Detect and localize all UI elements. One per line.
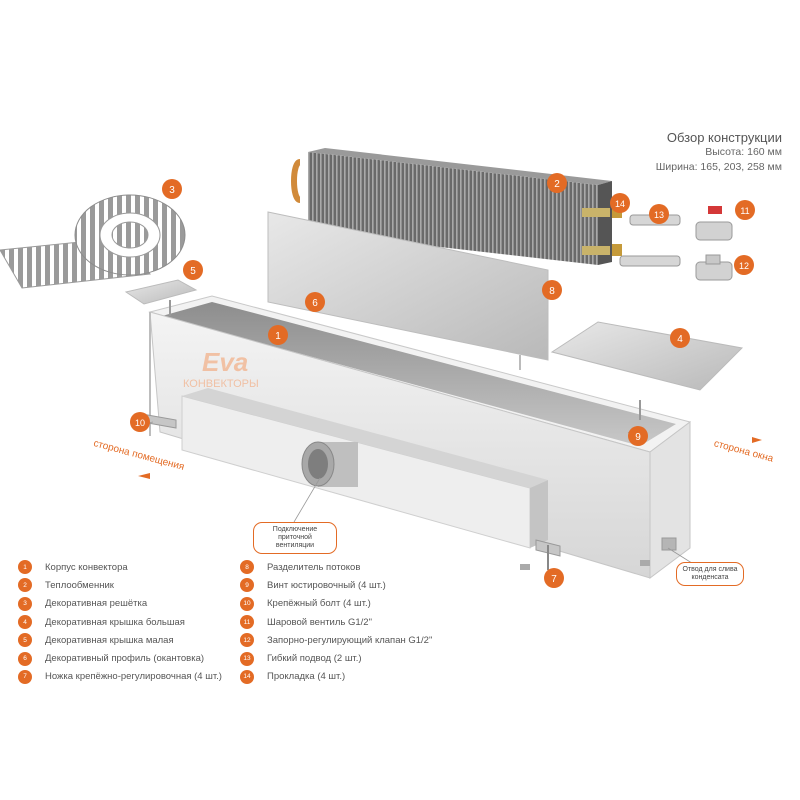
legend-marker: 14 bbox=[240, 669, 254, 684]
svg-text:14: 14 bbox=[615, 199, 625, 209]
legend-marker: 5 bbox=[18, 633, 32, 648]
svg-text:4: 4 bbox=[677, 334, 683, 345]
legend-item: 13 Гибкий подвод (2 шт.) bbox=[240, 649, 432, 667]
legend-item: 8 Разделитель потоков bbox=[240, 558, 432, 576]
svg-text:3: 3 bbox=[169, 185, 175, 196]
header-block: Обзор конструкции Высота: 160 мм Ширина:… bbox=[656, 130, 782, 175]
legend-item: 7 Ножка крепёжно-регулировочная (4 шт.) bbox=[18, 668, 222, 686]
side-arrows bbox=[138, 437, 762, 479]
legend-label: Крепёжный болт (4 шт.) bbox=[267, 598, 371, 610]
mounting-feet bbox=[141, 413, 650, 570]
legend-marker: 3 bbox=[18, 596, 32, 611]
valves-and-fittings bbox=[612, 206, 733, 281]
height-spec: Высота: 160 мм bbox=[705, 146, 782, 158]
decorative-grille bbox=[0, 194, 186, 289]
svg-text:13: 13 bbox=[654, 210, 664, 220]
legend-item: 2 Теплообменник bbox=[18, 576, 222, 594]
svg-text:6: 6 bbox=[312, 298, 318, 309]
legend-label: Винт юстировочный (4 шт.) bbox=[267, 579, 386, 591]
legend-item: 11 Шаровой вентиль G1/2" bbox=[240, 613, 432, 631]
legend-marker: 2 bbox=[18, 578, 32, 593]
legend-marker: 11 bbox=[240, 615, 254, 630]
watermark-brand: Eva bbox=[202, 347, 248, 377]
svg-text:1: 1 bbox=[275, 331, 281, 342]
legend-marker: 6 bbox=[18, 651, 32, 666]
marker-7: 7 bbox=[544, 568, 564, 588]
legend-label: Ножка крепёжно-регулировочная (4 шт.) bbox=[45, 671, 222, 683]
legend-item: 12 Запорно-регулирующий клапан G1/2" bbox=[240, 631, 432, 649]
marker-10: 10 bbox=[130, 412, 150, 432]
large-decorative-cover bbox=[550, 321, 744, 391]
svg-text:12: 12 bbox=[739, 261, 749, 271]
ventilation-callout: Подключение приточной вентиляции bbox=[253, 522, 337, 554]
svg-text:8: 8 bbox=[549, 286, 555, 297]
room-side-arrow bbox=[138, 473, 150, 479]
legend-marker: 1 bbox=[18, 560, 32, 575]
marker-2: 2 bbox=[547, 173, 567, 193]
legend-marker: 8 bbox=[240, 560, 254, 575]
part-markers: 1 2 3 4 5 6 7 8 9 10 11 12 13 14 bbox=[130, 173, 755, 588]
legend-marker: 4 bbox=[18, 615, 32, 630]
svg-text:10: 10 bbox=[135, 418, 145, 428]
svg-text:11: 11 bbox=[740, 206, 749, 216]
legend-item: 1 Корпус конвектора bbox=[18, 558, 222, 576]
legend-item: 4 Декоративная крышка большая bbox=[18, 613, 222, 631]
drain-pipe bbox=[661, 537, 677, 551]
marker-9: 9 bbox=[628, 426, 648, 446]
legend-label: Декоративная крышка большая bbox=[45, 616, 185, 628]
ventilation-pipe bbox=[301, 441, 358, 487]
svg-text:2: 2 bbox=[554, 179, 560, 190]
marker-3: 3 bbox=[162, 179, 182, 199]
legend-item: 14 Прокладка (4 шт.) bbox=[240, 668, 432, 686]
legend-item: 9 Винт юстировочный (4 шт.) bbox=[240, 576, 432, 594]
legend-marker: 9 bbox=[240, 578, 254, 593]
legend-label: Корпус конвектора bbox=[45, 561, 128, 573]
watermark-sub: КОНВЕКТОРЫ bbox=[183, 378, 259, 390]
width-spec: Ширина: 165, 203, 258 мм bbox=[655, 161, 782, 173]
legend-label: Теплообменник bbox=[45, 579, 114, 591]
window-side-arrow bbox=[752, 437, 762, 443]
legend-item: 10 Крепёжный болт (4 шт.) bbox=[240, 595, 432, 613]
flow-divider bbox=[267, 211, 549, 370]
legend-right: 8 Разделитель потоков 9 Винт юстировочный … bbox=[240, 558, 432, 686]
legend-marker: 12 bbox=[240, 633, 254, 648]
legend-label: Шаровой вентиль G1/2" bbox=[267, 616, 372, 628]
legend-label: Запорно-регулирующий клапан G1/2" bbox=[267, 634, 433, 646]
marker-4: 4 bbox=[670, 328, 690, 348]
legend-label: Прокладка (4 шт.) bbox=[267, 671, 346, 683]
legend-label: Гибкий подвод (2 шт.) bbox=[267, 653, 362, 665]
marker-1: 1 bbox=[268, 325, 288, 345]
legend-label: Декоративный профиль (окантовка) bbox=[45, 653, 205, 665]
small-decorative-cover bbox=[124, 279, 198, 305]
legend-label: Разделитель потоков bbox=[267, 561, 361, 573]
svg-text:9: 9 bbox=[635, 432, 641, 443]
marker-6: 6 bbox=[305, 292, 325, 312]
legend-marker: 10 bbox=[240, 596, 254, 611]
marker-5: 5 bbox=[183, 260, 203, 280]
marker-12: 12 bbox=[734, 255, 754, 275]
marker-8: 8 bbox=[542, 280, 562, 300]
legend-item: 6 Декоративный профиль (окантовка) bbox=[18, 649, 222, 667]
drain-callout: Отвод для слива конденсата bbox=[676, 562, 744, 586]
legend-item: 5 Декоративная крышка малая bbox=[18, 631, 222, 649]
legend-label: Декоративная крышка малая bbox=[45, 634, 174, 646]
marker-14: 14 bbox=[610, 193, 630, 213]
marker-11: 11 bbox=[735, 200, 755, 220]
legend-marker: 7 bbox=[18, 669, 32, 684]
diagram-title: Обзор конструкции bbox=[666, 130, 782, 145]
legend-item: 3 Декоративная решётка bbox=[18, 595, 222, 613]
svg-text:7: 7 bbox=[551, 574, 557, 585]
legend-label: Декоративная решётка bbox=[45, 598, 148, 610]
svg-text:5: 5 bbox=[190, 266, 196, 277]
marker-13: 13 bbox=[649, 204, 669, 224]
legend-marker: 13 bbox=[240, 651, 254, 666]
